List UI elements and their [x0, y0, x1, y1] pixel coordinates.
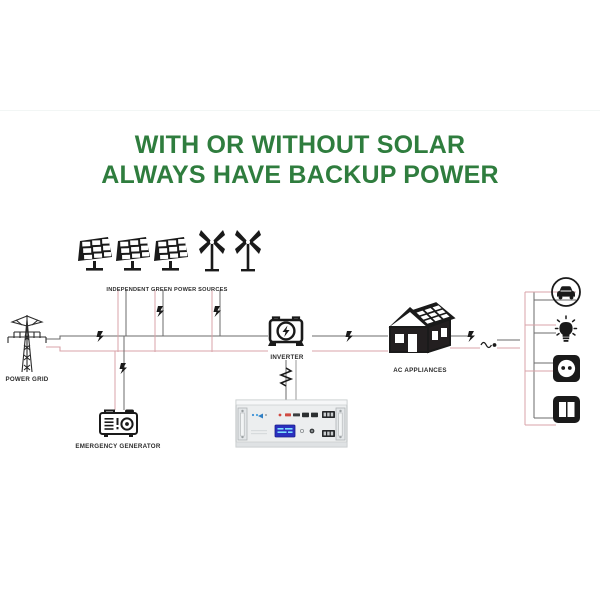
grid-ac-bus-line — [46, 335, 268, 340]
ev-car-icon — [551, 277, 581, 307]
solar-panel-icon — [154, 237, 188, 271]
bolt-house-out-icon — [467, 331, 475, 342]
bolt-generator-icon — [119, 363, 127, 374]
heading-line-2: ALWAYS HAVE BACKUP POWER — [101, 161, 499, 189]
grid-dc-bus-line — [46, 346, 268, 352]
circuit-breaker-icon — [480, 341, 497, 349]
emergency-generator-label: EMERGENCY GENERATOR — [75, 443, 160, 450]
emergency-generator-group: EMERGENCY GENERATOR — [75, 409, 161, 450]
transmission-tower-icon — [7, 315, 47, 373]
bolt-solar-icon — [156, 306, 164, 317]
bolt-inverter-house-icon — [345, 331, 353, 342]
inverter-battery-icon — [268, 316, 304, 346]
heading-line-1: WITH OR WITHOUT SOLAR — [134, 131, 466, 159]
zigzag-dc-icon — [278, 367, 294, 387]
solar-array-group — [78, 237, 188, 271]
power-grid-group: POWER GRID — [5, 315, 49, 383]
house-with-solar-roof-icon — [388, 302, 456, 354]
green-sources-label: INDEPENDENT GREEN POWER SOURCES — [106, 287, 227, 293]
solar-panel-icon — [116, 237, 150, 271]
heading-block: WITH OR WITHOUT SOLAR ALWAYS HAVE BACKUP… — [0, 130, 600, 190]
wind-turbine-icon — [199, 230, 225, 272]
solar-panel-icon — [78, 237, 112, 271]
ac-appliances-label: AC APPLIANCES — [393, 367, 447, 374]
bolt-grid-icon — [96, 331, 104, 342]
wind-farm-group: INDEPENDENT GREEN POWER SOURCES — [106, 230, 261, 293]
rack-battery-icon — [235, 399, 348, 448]
power-outlet-icon — [553, 355, 580, 382]
appliance-icons-group — [551, 277, 581, 423]
inverter-label: INVERTER — [270, 354, 304, 361]
inverter-group: INVERTER — [268, 316, 304, 361]
power-grid-label: POWER GRID — [5, 376, 48, 383]
light-switch-icon — [553, 396, 580, 423]
ac-appliances-group: AC APPLIANCES — [388, 302, 456, 374]
wiring-layer — [46, 290, 576, 426]
emergency-generator-icon — [99, 409, 138, 437]
light-bulb-icon — [554, 315, 578, 342]
lightning-bolt-markers — [96, 306, 475, 387]
top-divider — [0, 110, 600, 111]
bolt-wind-icon — [213, 306, 221, 317]
wind-turbine-icon — [235, 230, 261, 272]
